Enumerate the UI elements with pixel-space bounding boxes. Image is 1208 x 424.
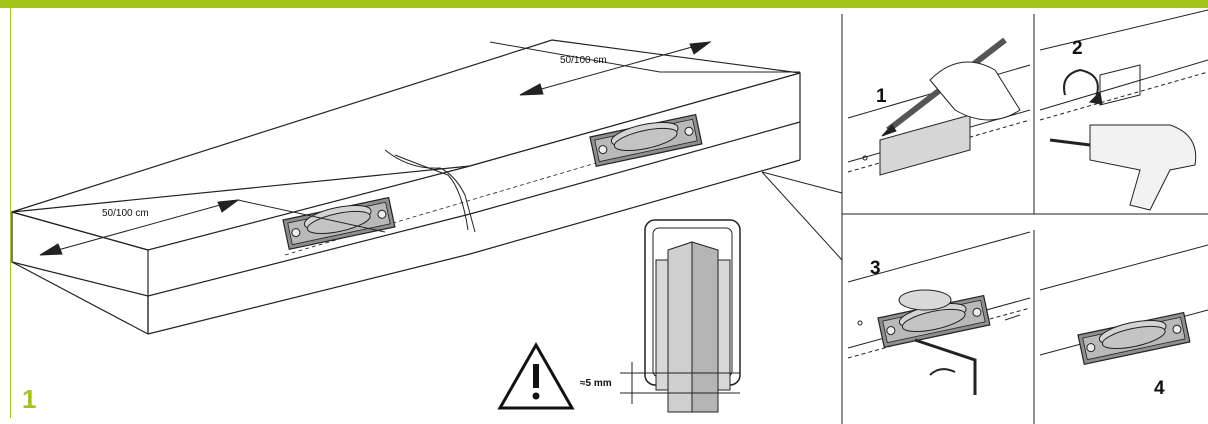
spacing-label-left: 50/100 cm bbox=[102, 208, 149, 219]
accent-bar bbox=[0, 0, 1208, 8]
board bbox=[11, 39, 801, 335]
step-number: 1 bbox=[22, 384, 37, 414]
substep-1-label: 1 bbox=[876, 86, 887, 107]
clearance-label: ≈5 mm bbox=[580, 378, 612, 389]
dimension-lines bbox=[39, 41, 800, 256]
cross-section bbox=[620, 219, 741, 413]
callout-lines bbox=[761, 171, 843, 261]
substep-3-label: 3 bbox=[870, 258, 881, 279]
detail-panels bbox=[841, 14, 1208, 424]
accent-rule bbox=[10, 8, 11, 418]
panel-drill bbox=[1039, 9, 1208, 211]
warning-icon bbox=[497, 341, 575, 410]
drill-icon bbox=[1049, 124, 1197, 211]
spacing-label-right: 50/100 cm bbox=[560, 55, 607, 66]
hex-key-icon bbox=[914, 338, 977, 395]
substep-4-label: 4 bbox=[1154, 378, 1165, 399]
panel-mark bbox=[847, 37, 1031, 176]
panel-installed bbox=[1039, 244, 1208, 365]
substep-2-label: 2 bbox=[1072, 38, 1083, 59]
panel-fix bbox=[847, 231, 1031, 395]
